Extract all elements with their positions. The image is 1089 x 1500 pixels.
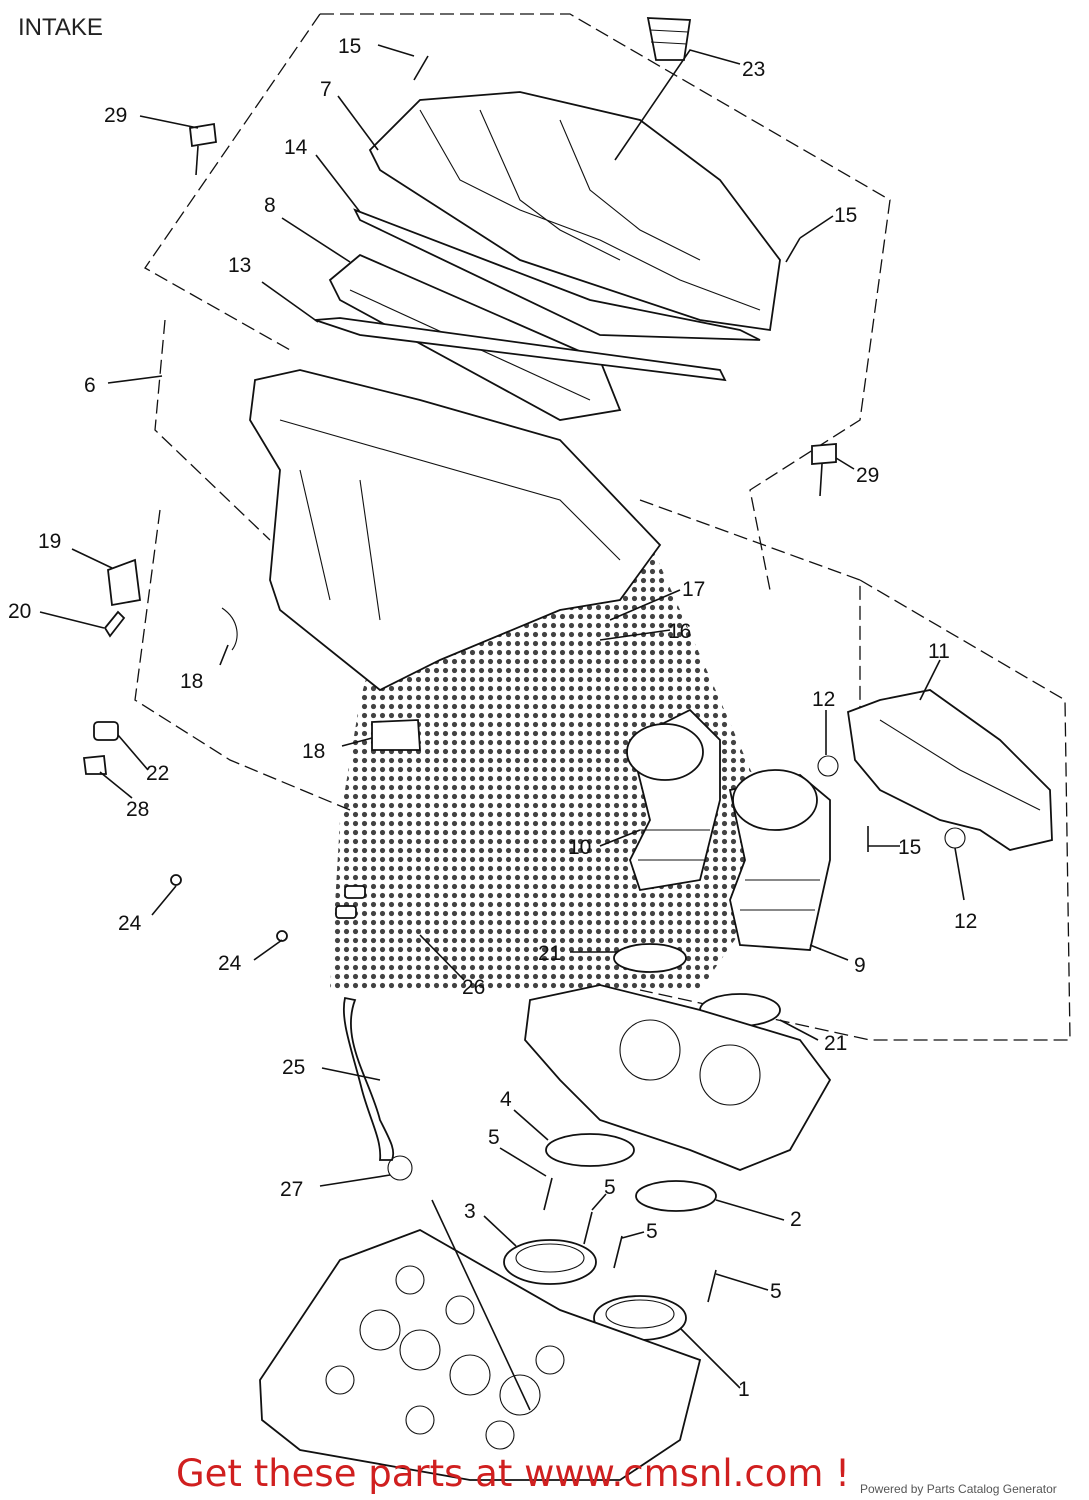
callout-label: 4 — [500, 1088, 512, 1111]
callout-label: 26 — [462, 976, 485, 999]
callout-label: 17 — [682, 578, 705, 601]
callout-label: 5 — [770, 1280, 782, 1303]
clamp-21-upper-part — [613, 943, 687, 973]
airbox-cover-part — [368, 91, 781, 332]
clip-26-part — [335, 885, 366, 919]
page-title: INTAKE — [18, 14, 103, 41]
clip-12-top-part — [817, 755, 839, 777]
callout-label: 7 — [320, 78, 332, 101]
callout-label: 27 — [280, 1178, 303, 1201]
clamp-4-part — [545, 1133, 635, 1167]
screw-15-right-part — [785, 237, 801, 263]
callout-label: 21 — [824, 1032, 847, 1055]
callout-label: 18 — [302, 740, 325, 763]
callout-label: 15 — [338, 35, 361, 58]
callout-label: 29 — [856, 464, 879, 487]
bolt-29-left-part — [189, 122, 217, 176]
callout-label: 20 — [8, 600, 31, 623]
callout-label: 15 — [898, 836, 921, 859]
plate-18-part — [371, 719, 421, 751]
callout-label: 22 — [146, 762, 169, 785]
callout-label: 1 — [738, 1378, 750, 1401]
clip-12-bottom-part — [944, 827, 966, 849]
callout-label: 5 — [604, 1176, 616, 1199]
callout-label: 2 — [790, 1208, 802, 1231]
leader-lines — [39, 44, 965, 1411]
nozzles-24-part — [170, 874, 288, 942]
callout-label: 13 — [228, 254, 251, 277]
callout-label: 10 — [568, 836, 591, 859]
callout-label: 6 — [84, 374, 96, 397]
callout-label: 9 — [854, 954, 866, 977]
callout-label: 19 — [38, 530, 61, 553]
intake-tube-11-part — [847, 689, 1053, 851]
footer-promo-link[interactable]: Get these parts at www.cmsnl.com ! — [176, 1452, 851, 1495]
callout-label: 3 — [464, 1200, 476, 1223]
clamp-2-part — [635, 1180, 717, 1212]
breather-hose-25-part — [342, 996, 395, 1161]
clamp-27-part — [387, 1155, 413, 1181]
assembly-boundaries — [134, 13, 1071, 1041]
powered-by-credit: Powered by Parts Catalog Generator — [860, 1482, 1057, 1496]
callout-label: 24 — [218, 952, 242, 975]
callout-label: 5 — [488, 1126, 500, 1149]
callout-label: 24 — [118, 912, 142, 935]
callout-labels: 15 23 7 29 14 8 15 13 6 29 19 20 17 16 1… — [8, 35, 977, 1401]
clip-28-part — [82, 755, 108, 775]
callout-label: 8 — [264, 194, 276, 217]
clamp-22-part — [93, 721, 119, 741]
callout-label: 12 — [812, 688, 835, 711]
throttle-body-part — [524, 984, 832, 1171]
inlet-duct-part — [646, 17, 692, 61]
joint-9-part — [728, 769, 831, 951]
callout-label: 15 — [834, 204, 857, 227]
callout-label: 12 — [954, 910, 977, 933]
filter-gasket-part — [353, 208, 761, 341]
callout-label: 29 — [104, 104, 127, 127]
callout-label: 11 — [928, 640, 950, 663]
joint-10-part — [626, 708, 721, 892]
callout-label: 5 — [646, 1220, 658, 1243]
screw-15-top-part — [413, 55, 429, 81]
callout-label: 25 — [282, 1056, 305, 1079]
callout-label: 28 — [126, 798, 149, 821]
callout-label: 14 — [284, 136, 308, 159]
callout-label: 21 — [538, 942, 561, 965]
sensor-19-part — [107, 558, 141, 607]
callout-label: 16 — [668, 620, 691, 643]
bolts-5-part — [543, 1177, 717, 1303]
filter-seal-part — [314, 317, 727, 382]
cylinder-head-part — [259, 1229, 702, 1481]
screw-20-part — [103, 610, 126, 638]
airbox-lower-part — [249, 369, 662, 692]
clip-18-part — [221, 607, 238, 651]
bolt-29-right-part — [811, 443, 837, 497]
callout-label: 23 — [742, 58, 765, 81]
holder-3-part — [503, 1239, 597, 1285]
callout-label: 18 — [180, 670, 203, 693]
